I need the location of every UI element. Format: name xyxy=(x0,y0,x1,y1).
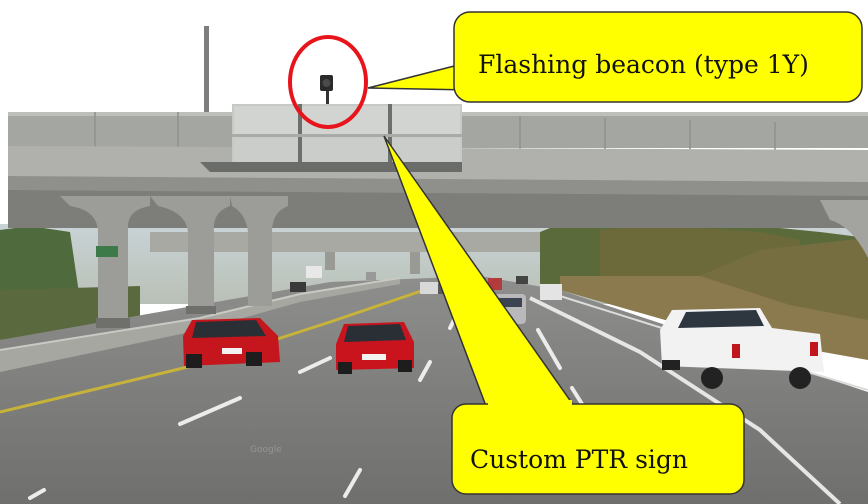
beacon-callout-label: Flashing beacon (type 1Y) xyxy=(478,50,809,79)
ptr-sign-panels xyxy=(232,104,462,166)
white-pickup xyxy=(660,308,824,389)
red-car-left xyxy=(183,318,280,368)
flashing-beacon xyxy=(320,75,333,104)
distant-cars xyxy=(290,266,562,300)
green-exit-sign xyxy=(96,246,118,257)
watermark: Google xyxy=(250,445,282,455)
sign-callout xyxy=(383,135,745,495)
sign-callout-label: Custom PTR sign xyxy=(470,445,689,474)
beacon-callout xyxy=(367,11,863,103)
beacon-highlight-circle xyxy=(288,35,368,129)
red-car-center xyxy=(336,322,414,374)
light-pole xyxy=(204,26,209,112)
overpass-pillars xyxy=(60,196,288,326)
